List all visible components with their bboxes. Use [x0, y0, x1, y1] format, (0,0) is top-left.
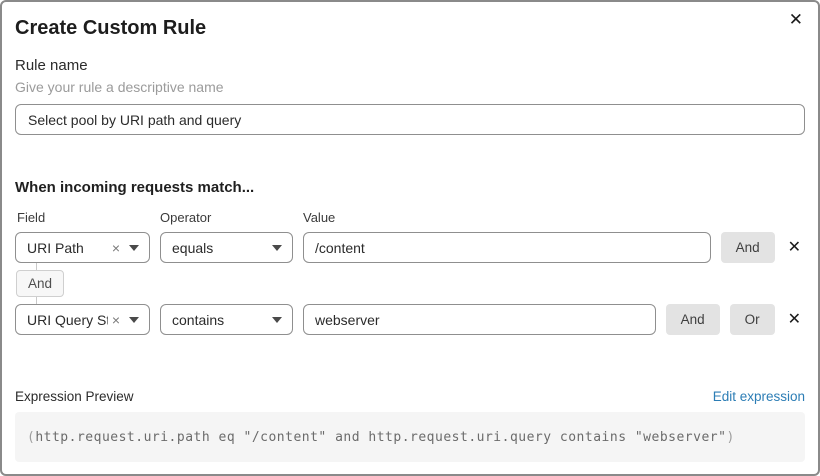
match-heading: When incoming requests match... — [15, 179, 255, 196]
field-select-value: URI Query St... — [27, 311, 108, 328]
connector-line-bottom — [36, 297, 37, 304]
expression-close-paren: ) — [726, 429, 735, 445]
or-button-row-2[interactable]: Or — [729, 304, 775, 335]
expression-open-paren: ( — [27, 429, 36, 445]
field-select-row-1[interactable]: URI Path × — [15, 232, 150, 263]
condition-row-2: URI Query St... × contains And Or ✕ — [15, 304, 805, 335]
field-column-label: Field — [17, 210, 46, 225]
field-select-row-2[interactable]: URI Query St... × — [15, 304, 150, 335]
clear-selection-icon[interactable]: × — [111, 239, 120, 256]
condition-connector: And — [15, 263, 805, 304]
condition-row-1: URI Path × equals And ✕ — [15, 232, 805, 263]
field-select-value: URI Path — [27, 239, 84, 256]
expression-preview-label: Expression Preview — [15, 389, 134, 404]
expression-preview-header: Expression Preview Edit expression — [15, 389, 805, 404]
close-icon[interactable]: ✕ — [788, 10, 803, 29]
remove-condition-icon[interactable]: ✕ — [787, 310, 801, 328]
operator-column-label: Operator — [160, 210, 212, 225]
operator-select-value: equals — [172, 239, 214, 256]
chevron-down-icon — [129, 244, 139, 251]
value-input-row-2[interactable] — [303, 304, 656, 335]
chevron-down-icon — [129, 316, 139, 323]
value-column-label: Value — [303, 210, 336, 225]
expression-code-block: (http.request.uri.path eq "/content" and… — [15, 412, 805, 462]
condition-column-labels: Field Operator Value — [15, 210, 805, 226]
value-input-row-1[interactable] — [303, 232, 711, 263]
operator-select-row-1[interactable]: equals — [160, 232, 293, 263]
connector-line-top — [36, 263, 37, 270]
edit-expression-link[interactable]: Edit expression — [712, 389, 805, 404]
dialog-title: Create Custom Rule — [15, 17, 207, 39]
clear-selection-icon[interactable]: × — [111, 311, 120, 328]
and-button-row-1[interactable]: And — [720, 232, 775, 263]
and-button-row-2[interactable]: And — [665, 304, 720, 335]
expression-code-text: http.request.uri.path eq "/content" and … — [35, 429, 727, 445]
chevron-down-icon — [272, 244, 282, 251]
rule-name-input[interactable] — [15, 104, 805, 135]
rule-name-helper: Give your rule a descriptive name — [15, 79, 224, 95]
operator-select-row-2[interactable]: contains — [160, 304, 293, 335]
chevron-down-icon — [272, 316, 282, 323]
rule-name-label: Rule name — [15, 57, 88, 74]
and-connector-badge[interactable]: And — [16, 270, 65, 297]
operator-select-value: contains — [172, 311, 225, 328]
remove-condition-icon[interactable]: ✕ — [787, 238, 801, 256]
